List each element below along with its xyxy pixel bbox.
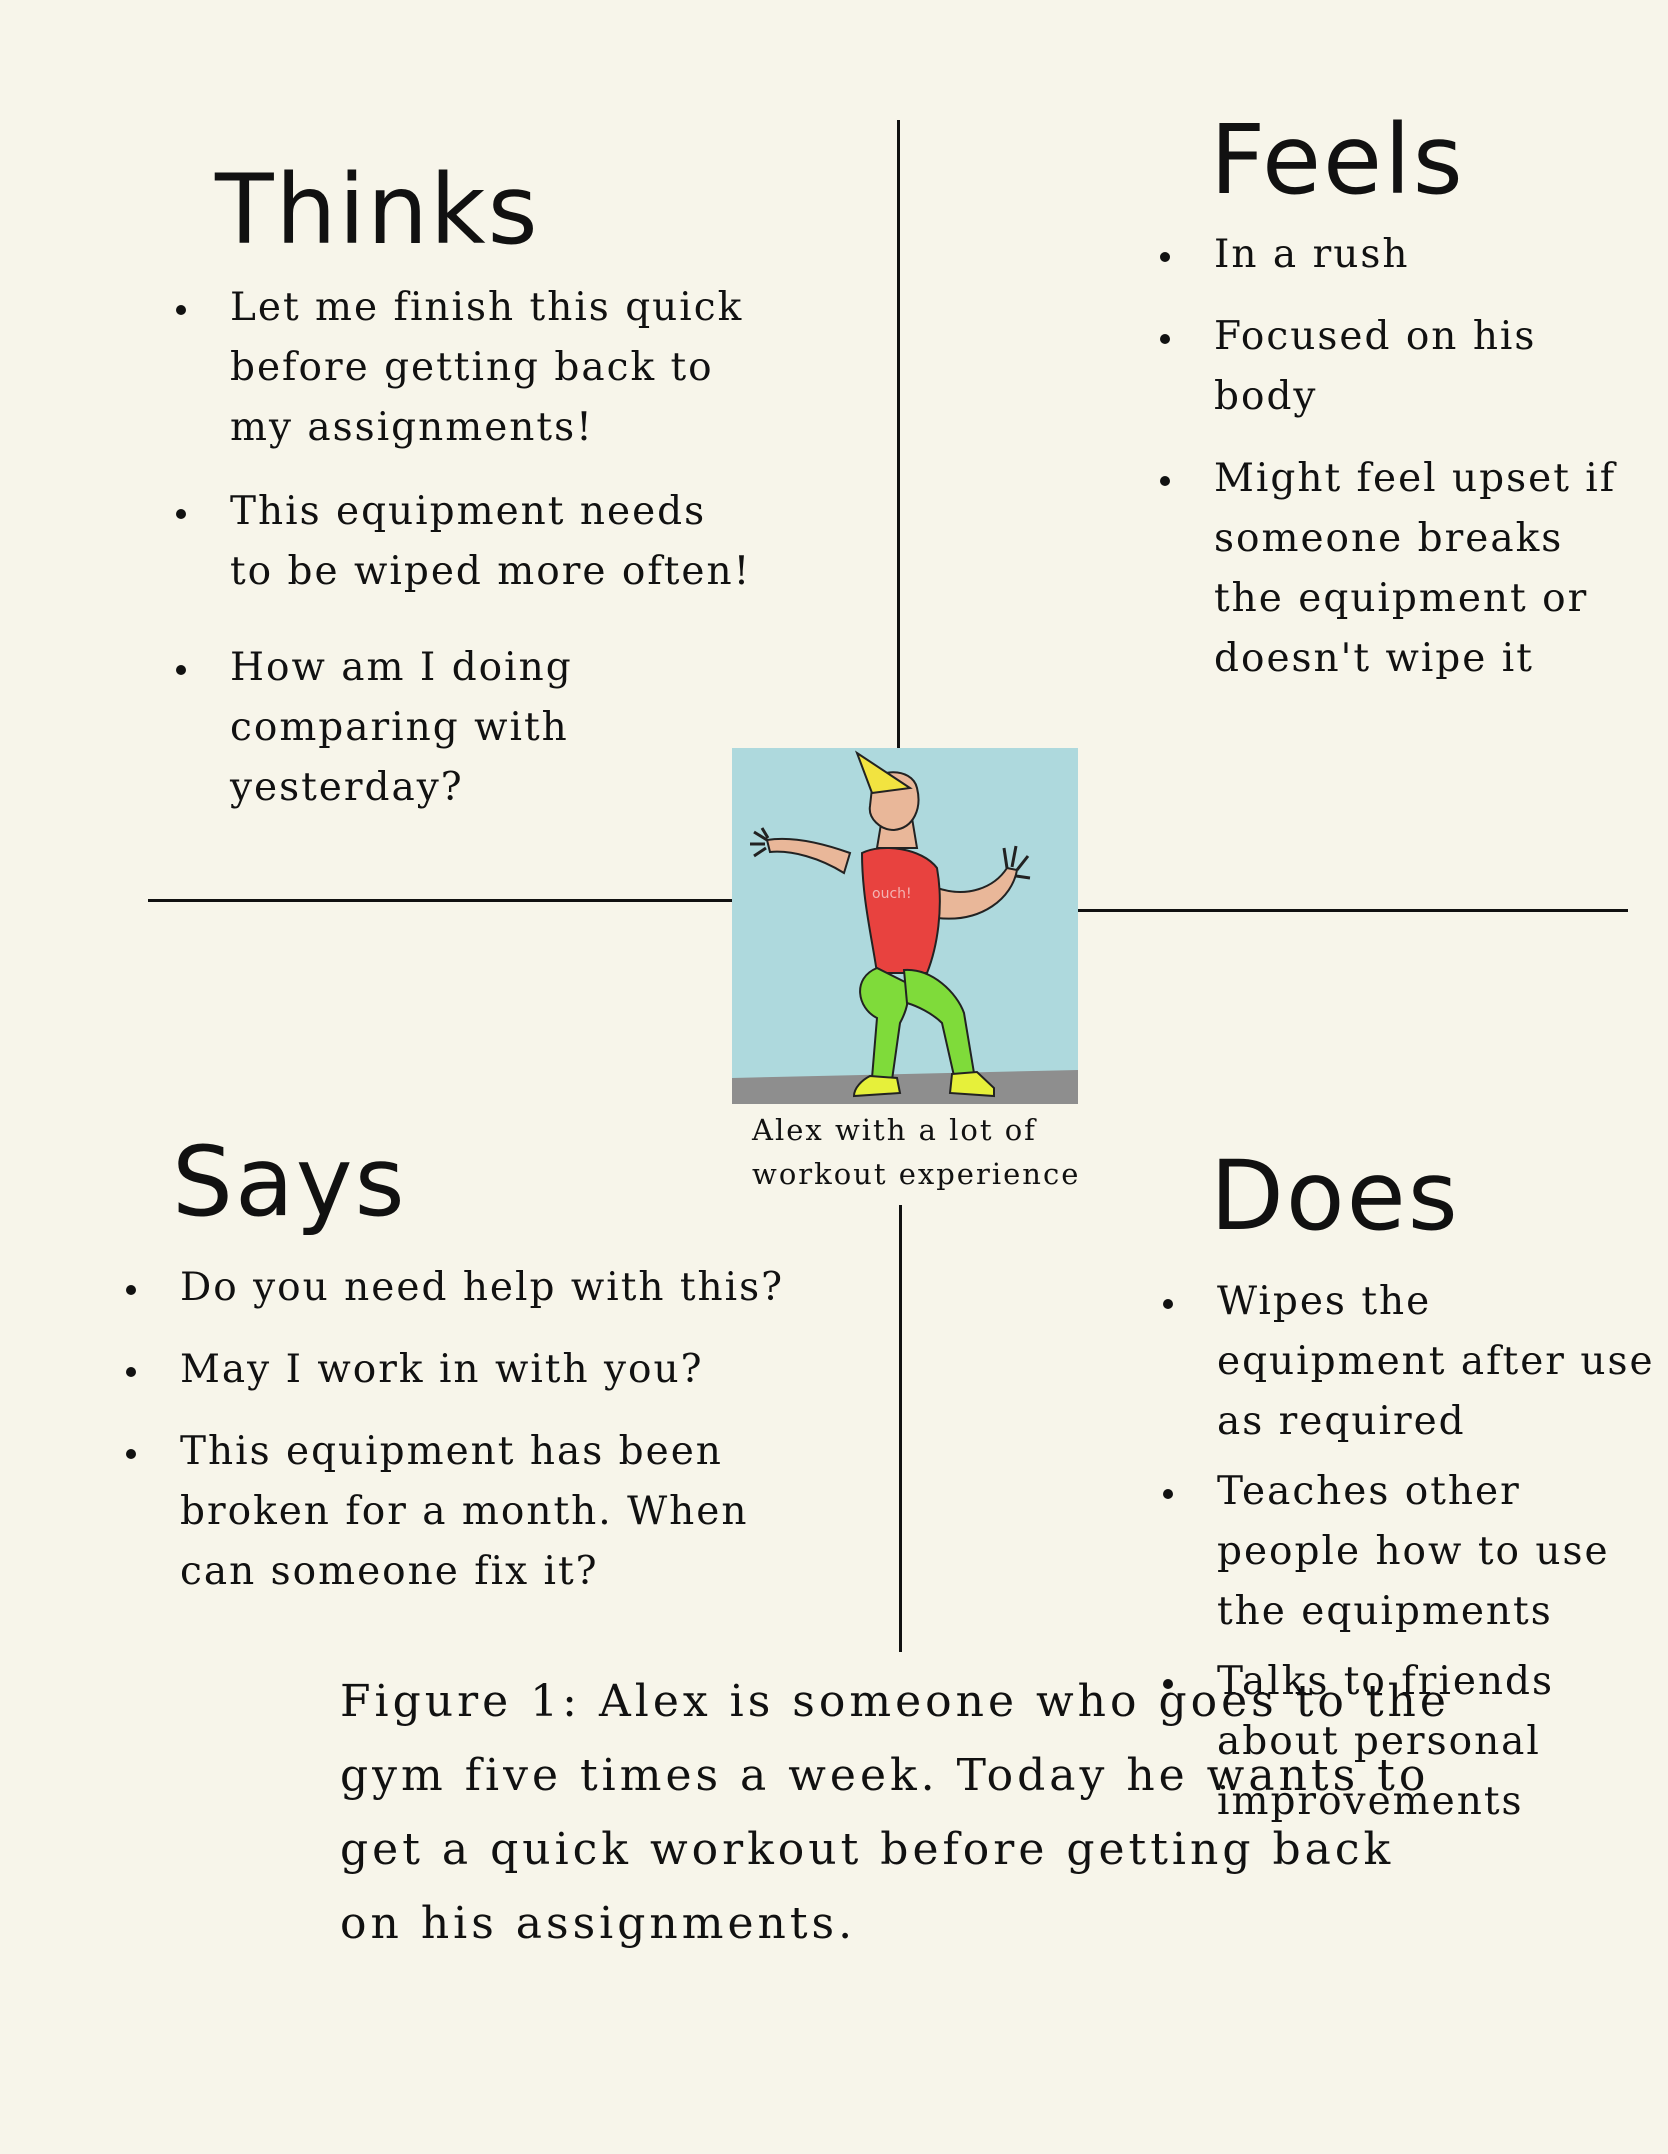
list-item: Might feel upset if someone breaks the e… xyxy=(1152,449,1632,689)
figure-caption: Figure 1: Alex is someone who goes to th… xyxy=(340,1676,1450,1949)
says-list: Do you need help with this? May I work i… xyxy=(118,1258,798,1602)
illustration-caption: Alex with a lot of workout experience xyxy=(752,1113,1081,1191)
divider-top-vertical xyxy=(897,120,900,750)
feels-list: In a rush Focused on his body Might feel… xyxy=(1152,225,1632,689)
list-item: Focused on his body xyxy=(1152,307,1632,427)
list-item: Do you need help with this? xyxy=(118,1258,798,1318)
does-list: Wipes the equipment after use as require… xyxy=(1155,1272,1655,1832)
does-heading: Does xyxy=(1210,1140,1460,1252)
list-item: In a rush xyxy=(1152,225,1632,285)
list-item: Talks to friends about personal improvem… xyxy=(1155,1652,1655,1832)
list-item: How am I doing comparing with yesterday? xyxy=(168,638,758,818)
divider-bottom-vertical xyxy=(899,1205,902,1652)
list-item: Teaches other people how to use the equi… xyxy=(1155,1462,1655,1642)
divider-right-horizontal xyxy=(1076,909,1628,912)
thinks-heading: Thinks xyxy=(215,154,540,266)
says-heading: Says xyxy=(172,1126,407,1238)
list-item: May I work in with you? xyxy=(118,1340,798,1400)
thinks-list: Let me finish this quick before getting … xyxy=(168,278,758,818)
list-item: Wipes the equipment after use as require… xyxy=(1155,1272,1655,1452)
list-item: This equipment needs to be wiped more of… xyxy=(168,482,758,602)
list-item: This equipment has been broken for a mon… xyxy=(118,1422,798,1602)
alex-illustration: ouch! xyxy=(732,748,1078,1104)
shirt-text: ouch! xyxy=(872,886,912,902)
feels-heading: Feels xyxy=(1210,104,1465,216)
list-item: Let me finish this quick before getting … xyxy=(168,278,758,458)
alex-figure-drawing: ouch! xyxy=(732,748,1078,1104)
divider-left-horizontal xyxy=(148,899,734,902)
